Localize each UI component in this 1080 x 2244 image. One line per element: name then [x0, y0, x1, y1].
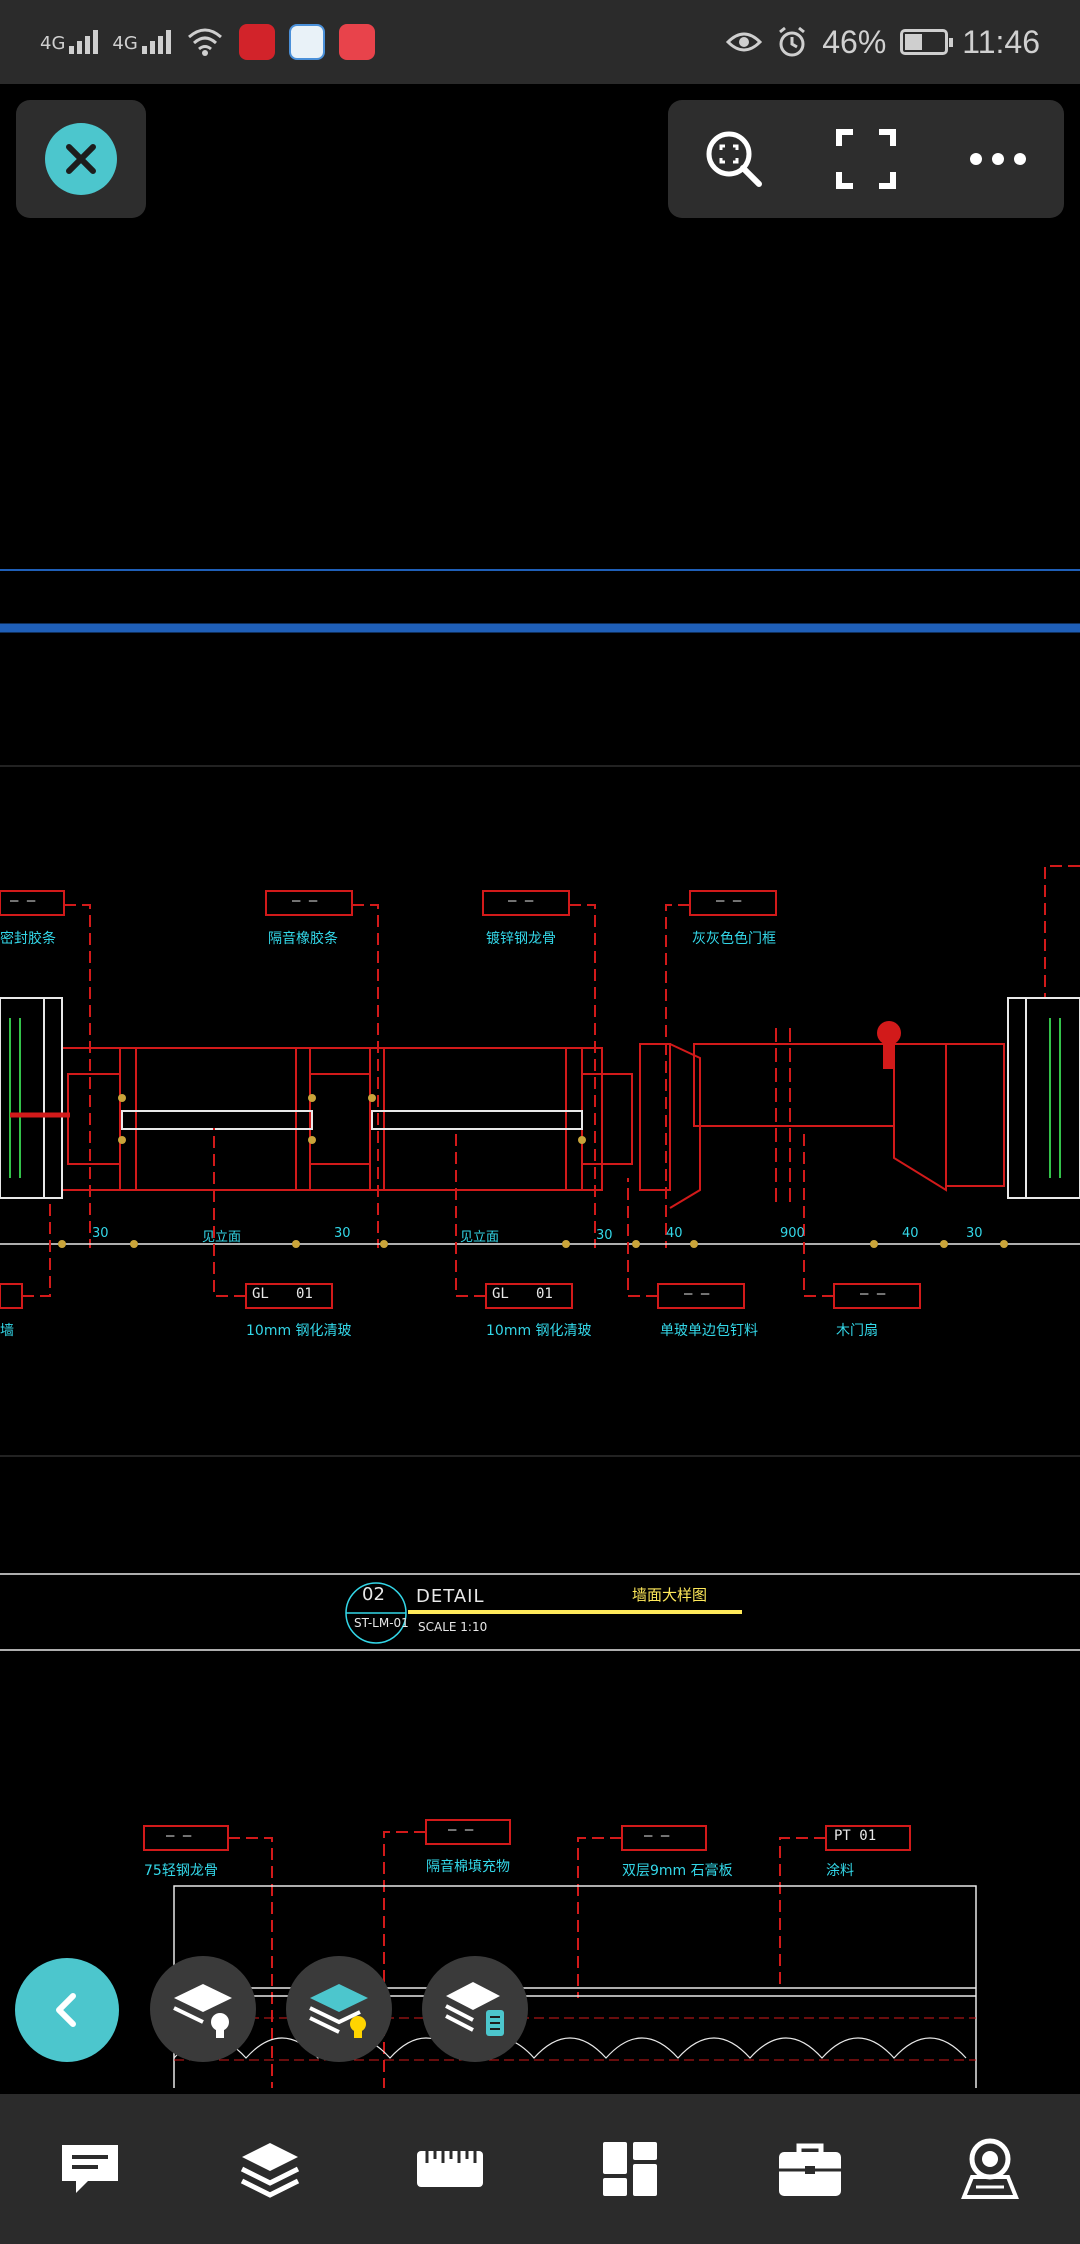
- signal-label-2: 4G: [112, 33, 138, 54]
- layer-bulb-icon: [173, 1984, 232, 2038]
- drawing-canvas[interactable]: 密封胶条 隔音橡胶条 镀锌钢龙骨 灰灰色色门框 — — — — — — — — …: [0, 218, 1080, 2088]
- toolbox-icon: [779, 2143, 841, 2196]
- drawing-label: 灰灰色色门框: [692, 931, 776, 947]
- layer-visibility-button[interactable]: [150, 1956, 256, 2062]
- signal-bars-icon: [141, 30, 171, 54]
- tag-label: 单玻单边包钉料: [660, 1323, 758, 1339]
- more-button[interactable]: [958, 119, 1038, 199]
- dimension: 见立面: [202, 1230, 242, 1245]
- measure-button[interactable]: [400, 2119, 500, 2219]
- wifi-icon: [187, 28, 222, 56]
- dimension: 40: [902, 1226, 919, 1241]
- layer-color-button[interactable]: [286, 1956, 392, 2062]
- tag-code: — —: [684, 1286, 710, 1302]
- status-left: 4G 4G: [40, 24, 375, 60]
- tag-label: 墙: [0, 1323, 14, 1339]
- battery-percent: 46%: [822, 23, 887, 60]
- dimension: 30: [966, 1226, 983, 1241]
- tag-label: 10mm 钢化清玻: [246, 1323, 352, 1339]
- status-bar: 4G 4G 46% 11:46: [0, 0, 1080, 84]
- tag-label: 涂料: [826, 1863, 854, 1879]
- signal-4g-1: 4G: [40, 30, 99, 54]
- layers-button[interactable]: [220, 2119, 320, 2219]
- detail-number: 02: [362, 1584, 385, 1605]
- tag-box-text: — —: [292, 893, 318, 909]
- tag-label: 75轻钢龙骨: [144, 1863, 218, 1879]
- blocks-icon: [603, 2142, 657, 2196]
- chevron-left-icon: [56, 1993, 76, 2027]
- ruler-icon: [417, 2151, 483, 2187]
- signal-bars-icon: [69, 30, 99, 54]
- fullscreen-icon: [836, 129, 896, 189]
- dimension: 见立面: [460, 1230, 500, 1245]
- close-icon: [66, 144, 96, 174]
- cad-drawing: [0, 569, 1080, 2088]
- detail-ref: ST-LM-01: [354, 1616, 409, 1630]
- layer-list-button[interactable]: [422, 1956, 528, 2062]
- back-button[interactable]: [15, 1958, 119, 2062]
- viewer-icon: [961, 2138, 1019, 2199]
- drawing-label: 隔音橡胶条: [268, 931, 338, 947]
- bottom-toolbar: [0, 2094, 1080, 2244]
- layer-color-icon: [309, 1984, 368, 2038]
- tag-code: GL: [492, 1286, 509, 1302]
- more-icon: [970, 153, 1026, 165]
- tag-label: 木门扇: [836, 1323, 878, 1339]
- top-toolbar: [668, 100, 1064, 218]
- tag-number: 01: [296, 1286, 313, 1302]
- viewer-button[interactable]: [940, 2119, 1040, 2219]
- dimension: 900: [780, 1226, 805, 1241]
- tag-label: 10mm 钢化清玻: [486, 1323, 592, 1339]
- comment-button[interactable]: [40, 2119, 140, 2219]
- signal-label-1: 4G: [40, 33, 66, 54]
- dimension: 40: [666, 1226, 683, 1241]
- tag-code: PT 01: [834, 1828, 877, 1844]
- tag-box-text: — —: [10, 893, 36, 909]
- status-right: 46% 11:46: [726, 24, 1040, 61]
- battery-icon: [900, 29, 954, 55]
- drawing-label: 镀锌钢龙骨: [486, 931, 556, 947]
- detail-title: DETAIL: [416, 1586, 485, 1607]
- blocks-button[interactable]: [580, 2119, 680, 2219]
- tag-box-text: — —: [716, 893, 742, 909]
- comment-icon: [62, 2145, 118, 2193]
- alarm-icon: [779, 26, 806, 57]
- layers-icon: [240, 2143, 300, 2198]
- app-notification-icon: [288, 24, 325, 60]
- toolbox-button[interactable]: [760, 2119, 860, 2219]
- battery-fill: [905, 34, 923, 50]
- detail-scale: SCALE 1:10: [418, 1620, 488, 1634]
- shopping-bag-icon: [338, 24, 375, 60]
- tag-box-text: — —: [508, 893, 534, 909]
- signal-4g-2: 4G: [112, 30, 171, 54]
- layer-list-icon: [445, 1982, 504, 2036]
- zoom-extents-icon: [706, 131, 762, 187]
- clock: 11:46: [962, 23, 1040, 60]
- close-panel: [16, 100, 146, 218]
- fullscreen-button[interactable]: [826, 119, 906, 199]
- tag-code: — —: [166, 1828, 192, 1844]
- tag-number: 01: [536, 1286, 553, 1302]
- dimension: 30: [334, 1226, 351, 1241]
- detail-cn-title: 墙面大样图: [632, 1586, 708, 1604]
- app-notification-icon: [238, 24, 275, 60]
- tag-label: 隔音棉填充物: [426, 1859, 510, 1875]
- dimension: 30: [92, 1226, 109, 1241]
- tag-code: — —: [644, 1828, 670, 1844]
- eye-icon: [726, 32, 763, 52]
- drawing-label: 密封胶条: [0, 931, 56, 947]
- close-button[interactable]: [45, 123, 117, 195]
- dimension: 30: [596, 1228, 613, 1243]
- zoom-extents-button[interactable]: [694, 119, 774, 199]
- tag-code: GL: [252, 1286, 269, 1302]
- tag-label: 双层9mm 石膏板: [622, 1863, 733, 1879]
- tag-code: — —: [448, 1822, 474, 1838]
- tag-code: — —: [860, 1286, 886, 1302]
